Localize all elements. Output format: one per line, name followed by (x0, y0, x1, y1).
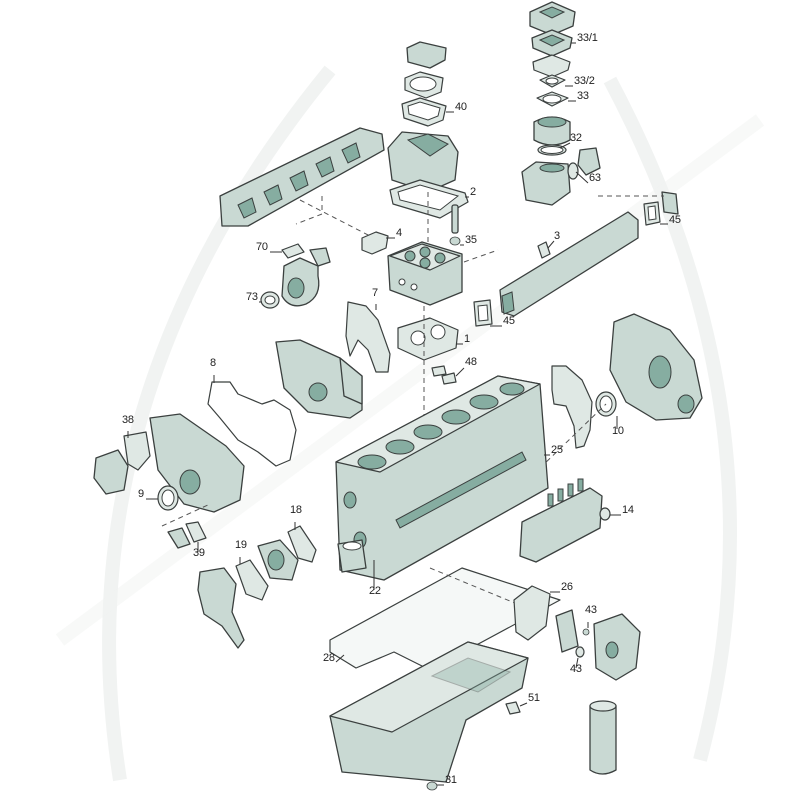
callout-1[interactable]: 1 (464, 333, 470, 345)
callout-7[interactable]: 7 (372, 287, 378, 299)
callout-18[interactable]: 18 (290, 504, 302, 516)
intake-manifold (219, 127, 385, 227)
callout-26[interactable]: 26 (561, 581, 573, 593)
callout-8[interactable]: 8 (210, 357, 216, 369)
cylinder-head (387, 241, 463, 306)
timing-cover-gasket (345, 301, 391, 373)
drain-plug (426, 781, 438, 791)
air-compressor-stack (521, 1, 601, 206)
callout-2[interactable]: 2 (470, 186, 476, 198)
callout-70[interactable]: 70 (256, 241, 268, 253)
callout-31[interactable]: 31 (445, 774, 457, 786)
leader-lines (127, 42, 668, 786)
port-gasket-51 (505, 701, 521, 715)
flywheel-housing (595, 313, 703, 421)
valve-cover-stack (387, 41, 469, 246)
exhaust-manifold (473, 191, 679, 327)
callout-38[interactable]: 38 (122, 414, 134, 426)
gasket-48b (441, 372, 457, 385)
callout-25[interactable]: 25 (551, 444, 563, 456)
callout-19[interactable]: 19 (235, 539, 247, 551)
engine-block (335, 375, 549, 581)
small-plate (167, 527, 191, 549)
callout-40[interactable]: 40 (455, 101, 467, 113)
callout-39[interactable]: 39 (193, 547, 205, 559)
callout-32[interactable]: 32 (570, 132, 582, 144)
callout-33-1[interactable]: 33/1 (577, 32, 598, 44)
callout-28[interactable]: 28 (323, 652, 335, 664)
cover-plate (93, 449, 129, 495)
callout-43-lower[interactable]: 43 (570, 663, 582, 675)
callout-10[interactable]: 10 (612, 425, 624, 437)
injection-pump (519, 478, 611, 563)
oil-pan (329, 641, 529, 783)
callout-14[interactable]: 14 (622, 504, 634, 516)
callout-22[interactable]: 22 (369, 585, 381, 597)
callout-35[interactable]: 35 (465, 234, 477, 246)
front-housing (275, 339, 363, 419)
oil-cooler-filter (513, 585, 641, 775)
front-housing-gasket (207, 381, 297, 467)
turbocharger (260, 243, 331, 309)
gasket-48a (431, 365, 447, 377)
callout-48[interactable]: 48 (465, 356, 477, 368)
cover-plate-gasket-38 (123, 431, 151, 471)
callout-3[interactable]: 3 (554, 230, 560, 242)
water-pump-group (197, 525, 317, 649)
background-ghost-lines (55, 65, 765, 782)
callout-4[interactable]: 4 (396, 227, 402, 239)
callout-9[interactable]: 9 (138, 488, 144, 500)
callout-51[interactable]: 51 (528, 692, 540, 704)
head-gasket (397, 317, 459, 361)
callout-45-upper[interactable]: 45 (669, 214, 681, 226)
callout-33[interactable]: 33 (577, 90, 589, 102)
oil-pan-gasket (329, 567, 561, 671)
callout-43-upper[interactable]: 43 (585, 604, 597, 616)
rear-housing-gasket (551, 365, 593, 449)
gasket-39 (185, 521, 207, 543)
callout-33-2[interactable]: 33/2 (574, 75, 595, 87)
flange-gasket-4 (361, 231, 389, 255)
callout-73[interactable]: 73 (246, 291, 258, 303)
callout-63[interactable]: 63 (589, 172, 601, 184)
callout-45-lower[interactable]: 45 (503, 315, 515, 327)
